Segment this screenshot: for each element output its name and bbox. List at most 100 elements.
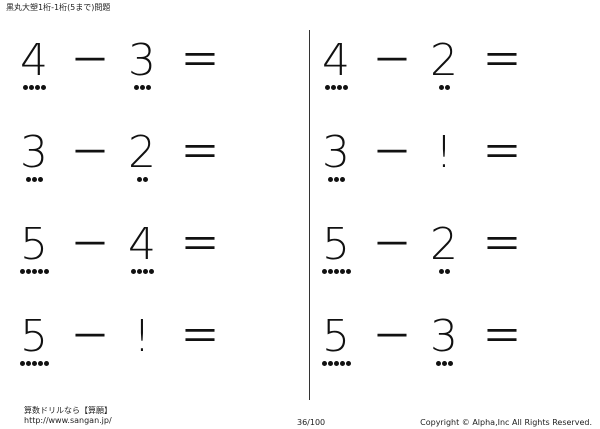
subtrahend-dots — [120, 269, 164, 274]
count-dot — [148, 269, 154, 274]
minuend-dots — [314, 361, 358, 366]
count-dot — [37, 361, 43, 366]
minuend: 5 — [314, 220, 358, 274]
count-dot — [145, 85, 151, 90]
minuend-digit: 4 — [322, 35, 350, 86]
minuend-dots — [314, 269, 358, 274]
subtrahend-dots — [422, 85, 466, 90]
count-dot — [447, 361, 453, 366]
subtrahend-digit: 3 — [430, 311, 458, 362]
minuend: 5 — [314, 312, 358, 366]
count-dot — [441, 361, 447, 366]
equals-sign: ＝ — [482, 38, 522, 84]
count-dot — [321, 269, 327, 274]
subtrahend: 4 — [120, 219, 164, 274]
count-dot — [28, 85, 34, 90]
minuend-dots — [314, 85, 358, 90]
left-column: 4 － 3 ＝ 3 － 2 ＝ 5 － 4 ＝ 5 － ! ＝ — [12, 30, 292, 398]
count-dot — [25, 361, 31, 366]
subtrahend-dots — [422, 361, 466, 366]
subtrahend: ! — [422, 128, 466, 178]
subtrahend-digit: ! — [133, 311, 151, 362]
minus-sign: － — [70, 130, 110, 176]
count-dot — [133, 85, 139, 90]
problem-row: 4 － 2 ＝ — [314, 30, 594, 122]
equals-sign: ＝ — [180, 222, 220, 268]
count-dot — [444, 269, 450, 274]
count-dot — [342, 85, 348, 90]
count-dot — [130, 269, 136, 274]
minus-sign: － — [70, 314, 110, 360]
column-divider — [309, 30, 310, 400]
minuend-digit: 3 — [322, 127, 350, 178]
equals-sign: ＝ — [482, 314, 522, 360]
count-dot — [336, 85, 342, 90]
count-dot — [327, 177, 333, 182]
count-dot — [43, 361, 49, 366]
count-dot — [31, 177, 37, 182]
minuend: 5 — [12, 312, 56, 366]
site-url-link[interactable]: http://www.sangan.jp/ — [24, 416, 112, 425]
subtrahend-dots — [422, 269, 466, 274]
count-dot — [444, 85, 450, 90]
count-dot — [333, 269, 339, 274]
minus-sign: － — [372, 314, 412, 360]
subtrahend-digit: 4 — [128, 219, 156, 270]
count-dot — [339, 269, 345, 274]
problem-row: 3 － 2 ＝ — [12, 122, 292, 214]
subtrahend-digit: 2 — [430, 219, 458, 270]
problem-row: 5 － ! ＝ — [12, 306, 292, 398]
count-dot — [31, 361, 37, 366]
page-number: 36/100 — [297, 418, 326, 427]
minus-sign: － — [372, 222, 412, 268]
minuend-dots — [12, 85, 56, 90]
equals-sign: ＝ — [482, 130, 522, 176]
count-dot — [330, 85, 336, 90]
count-dot — [19, 269, 25, 274]
count-dot — [438, 269, 444, 274]
equals-sign: ＝ — [180, 130, 220, 176]
equals-sign: ＝ — [180, 314, 220, 360]
subtrahend: 3 — [120, 36, 164, 90]
footer-site: 算数ドリルなら【算願】 http://www.sangan.jp/ — [24, 406, 112, 426]
subtrahend: 2 — [422, 219, 466, 274]
minuend-dots — [12, 361, 56, 366]
subtrahend-dots — [120, 85, 164, 90]
problem-row: 5 － 2 ＝ — [314, 214, 594, 306]
count-dot — [321, 361, 327, 366]
subtrahend: ! — [120, 312, 164, 362]
count-dot — [25, 177, 31, 182]
minus-sign: － — [372, 38, 412, 84]
minuend-digit: 5 — [20, 219, 48, 270]
count-dot — [25, 269, 31, 274]
minus-sign: － — [70, 38, 110, 84]
count-dot — [345, 269, 351, 274]
count-dot — [142, 177, 148, 182]
subtrahend: 2 — [422, 36, 466, 90]
count-dot — [435, 361, 441, 366]
subtrahend-digit: ! — [435, 127, 453, 178]
problem-row: 4 － 3 ＝ — [12, 30, 292, 122]
minuend: 4 — [12, 35, 56, 90]
minus-sign: － — [372, 130, 412, 176]
count-dot — [345, 361, 351, 366]
minuend-digit: 4 — [20, 35, 48, 86]
page-title: 黒丸大塑1桁-1桁(5まで)問題 — [6, 3, 111, 12]
site-name: 算数ドリルなら【算願】 — [24, 406, 112, 415]
minuend-dots — [12, 177, 56, 182]
count-dot — [142, 269, 148, 274]
right-column: 4 － 2 ＝ 3 － ! ＝ 5 － 2 ＝ 5 － 3 ＝ — [314, 30, 594, 398]
count-dot — [37, 269, 43, 274]
count-dot — [22, 85, 28, 90]
copyright-notice: Copyright © Alpha,Inc All Rights Reserve… — [420, 418, 592, 427]
subtrahend-dots — [120, 177, 164, 182]
count-dot — [37, 177, 43, 182]
subtrahend: 2 — [120, 128, 164, 182]
count-dot — [339, 361, 345, 366]
equals-sign: ＝ — [482, 222, 522, 268]
minuend-digit: 3 — [20, 127, 48, 178]
minuend: 5 — [12, 219, 56, 274]
minuend: 3 — [12, 127, 56, 182]
equals-sign: ＝ — [180, 38, 220, 84]
minuend: 3 — [314, 127, 358, 182]
